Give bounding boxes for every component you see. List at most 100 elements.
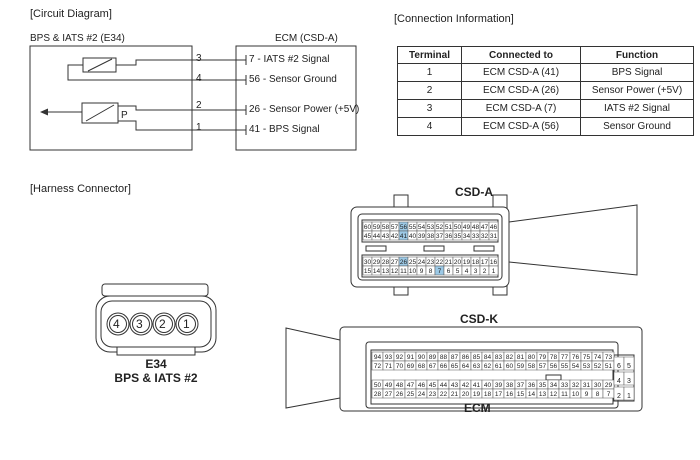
pin-number: 18 — [472, 259, 480, 266]
pin-number: 22 — [436, 259, 444, 266]
pin-number: 27 — [391, 259, 399, 266]
pin-number: 34 — [463, 233, 471, 240]
pin-number: 18 — [484, 391, 492, 398]
pin-number: 8 — [429, 268, 433, 275]
pin-number: 14 — [373, 268, 381, 275]
pin-number: 48 — [472, 224, 480, 231]
e34-pin: 4 — [113, 317, 120, 331]
pin-number: 69 — [407, 363, 415, 370]
pin-number: 12 — [391, 268, 399, 275]
pin-number: 62 — [484, 363, 492, 370]
pin-number: 42 — [391, 233, 399, 240]
pin-number: 80 — [528, 354, 536, 361]
pin-number: 48 — [396, 382, 404, 389]
pin-number: 33 — [561, 382, 569, 389]
pin-number: 24 — [418, 259, 426, 266]
pin-number: 15 — [364, 268, 372, 275]
pin-number: 9 — [420, 268, 424, 275]
pin-number: 57 — [391, 224, 399, 231]
pin-number: 51 — [605, 363, 613, 370]
pin-number: 46 — [490, 224, 498, 231]
pin-number: 4 — [465, 268, 469, 275]
pin-number: 59 — [373, 224, 381, 231]
pin-number: 36 — [445, 233, 453, 240]
signal-label: 41 - BPS Signal — [249, 124, 320, 135]
pin-number: 49 — [463, 224, 471, 231]
pin-number: 31 — [583, 382, 591, 389]
pin-number: 23 — [429, 391, 437, 398]
sensor-title: BPS & IATS #2 (E34) — [30, 33, 125, 44]
pin-number: 72 — [374, 363, 382, 370]
pin-number: 55 — [561, 363, 569, 370]
pin-number: 83 — [495, 354, 503, 361]
pin-number: 44 — [373, 233, 381, 240]
pin-number: 10 — [572, 391, 580, 398]
pin-number: 81 — [517, 354, 525, 361]
sensor-box — [29, 45, 193, 151]
pin-number: 77 — [561, 354, 569, 361]
pin-number: 41 — [400, 233, 408, 240]
pin-number: 21 — [445, 259, 453, 266]
pin-number: 56 — [400, 224, 408, 231]
pin-number: 38 — [506, 382, 514, 389]
pin-number: 21 — [451, 391, 459, 398]
pin-number: 11 — [400, 268, 407, 275]
pin-number: 19 — [473, 391, 481, 398]
pin-number: 67 — [429, 363, 437, 370]
pin-number: 1 — [492, 268, 496, 275]
pin-number: 11 — [561, 391, 568, 398]
pin-number: 37 — [436, 233, 444, 240]
pin-number: 53 — [583, 363, 591, 370]
pin-number: 56 — [550, 363, 558, 370]
pin-number: 65 — [451, 363, 459, 370]
pin-number: 87 — [451, 354, 459, 361]
harness-connector-heading: [Harness Connector] — [30, 183, 131, 195]
table-cell: Sensor Ground — [580, 117, 694, 136]
pin-number: 13 — [539, 391, 547, 398]
pin-number: 7 — [438, 268, 442, 275]
pin-number: 37 — [517, 382, 525, 389]
signal-label: 26 - Sensor Power (+5V) — [249, 104, 360, 115]
pin-number: 45 — [429, 382, 437, 389]
pin-number: 26 — [396, 391, 404, 398]
pin-number: 49 — [385, 382, 393, 389]
wire-pin4-internal — [67, 64, 192, 81]
pin-number: 8 — [596, 391, 600, 398]
pin-number: 32 — [481, 233, 489, 240]
wire-pin1-internal — [127, 120, 192, 131]
pin-number: 2 — [483, 268, 487, 275]
pin-number: 73 — [605, 354, 613, 361]
pin-number: 34 — [550, 382, 558, 389]
pin-number: 17 — [495, 391, 503, 398]
pin-number: 38 — [427, 233, 435, 240]
wire-pin3-internal — [116, 59, 192, 66]
pin-number: 30 — [364, 259, 372, 266]
pin-number: 63 — [473, 363, 481, 370]
pin-number: 70 — [396, 363, 404, 370]
pin-number: 25 — [407, 391, 415, 398]
pin-number: 36 — [528, 382, 536, 389]
pin-number: 19 — [463, 259, 471, 266]
pin-number: 20 — [462, 391, 470, 398]
pin-label: 2 — [196, 100, 202, 111]
pin-number: 78 — [550, 354, 558, 361]
pin-number: 93 — [385, 354, 393, 361]
pin-cell — [623, 386, 635, 401]
pin-number: 6 — [617, 363, 621, 370]
pin-number: 29 — [605, 382, 613, 389]
pin-number: 40 — [484, 382, 492, 389]
pin-number: 16 — [506, 391, 514, 398]
csd-a-label: CSD-A — [455, 185, 493, 199]
pin-number: 91 — [407, 354, 415, 361]
pin-number: 31 — [490, 233, 498, 240]
pin-number: 75 — [583, 354, 591, 361]
pin-number: 3 — [474, 268, 478, 275]
pin-number: 43 — [451, 382, 459, 389]
pin-number: 50 — [374, 382, 382, 389]
pin-cell — [488, 265, 499, 276]
pin-number: 5 — [456, 268, 460, 275]
pin-number: 71 — [385, 363, 393, 370]
